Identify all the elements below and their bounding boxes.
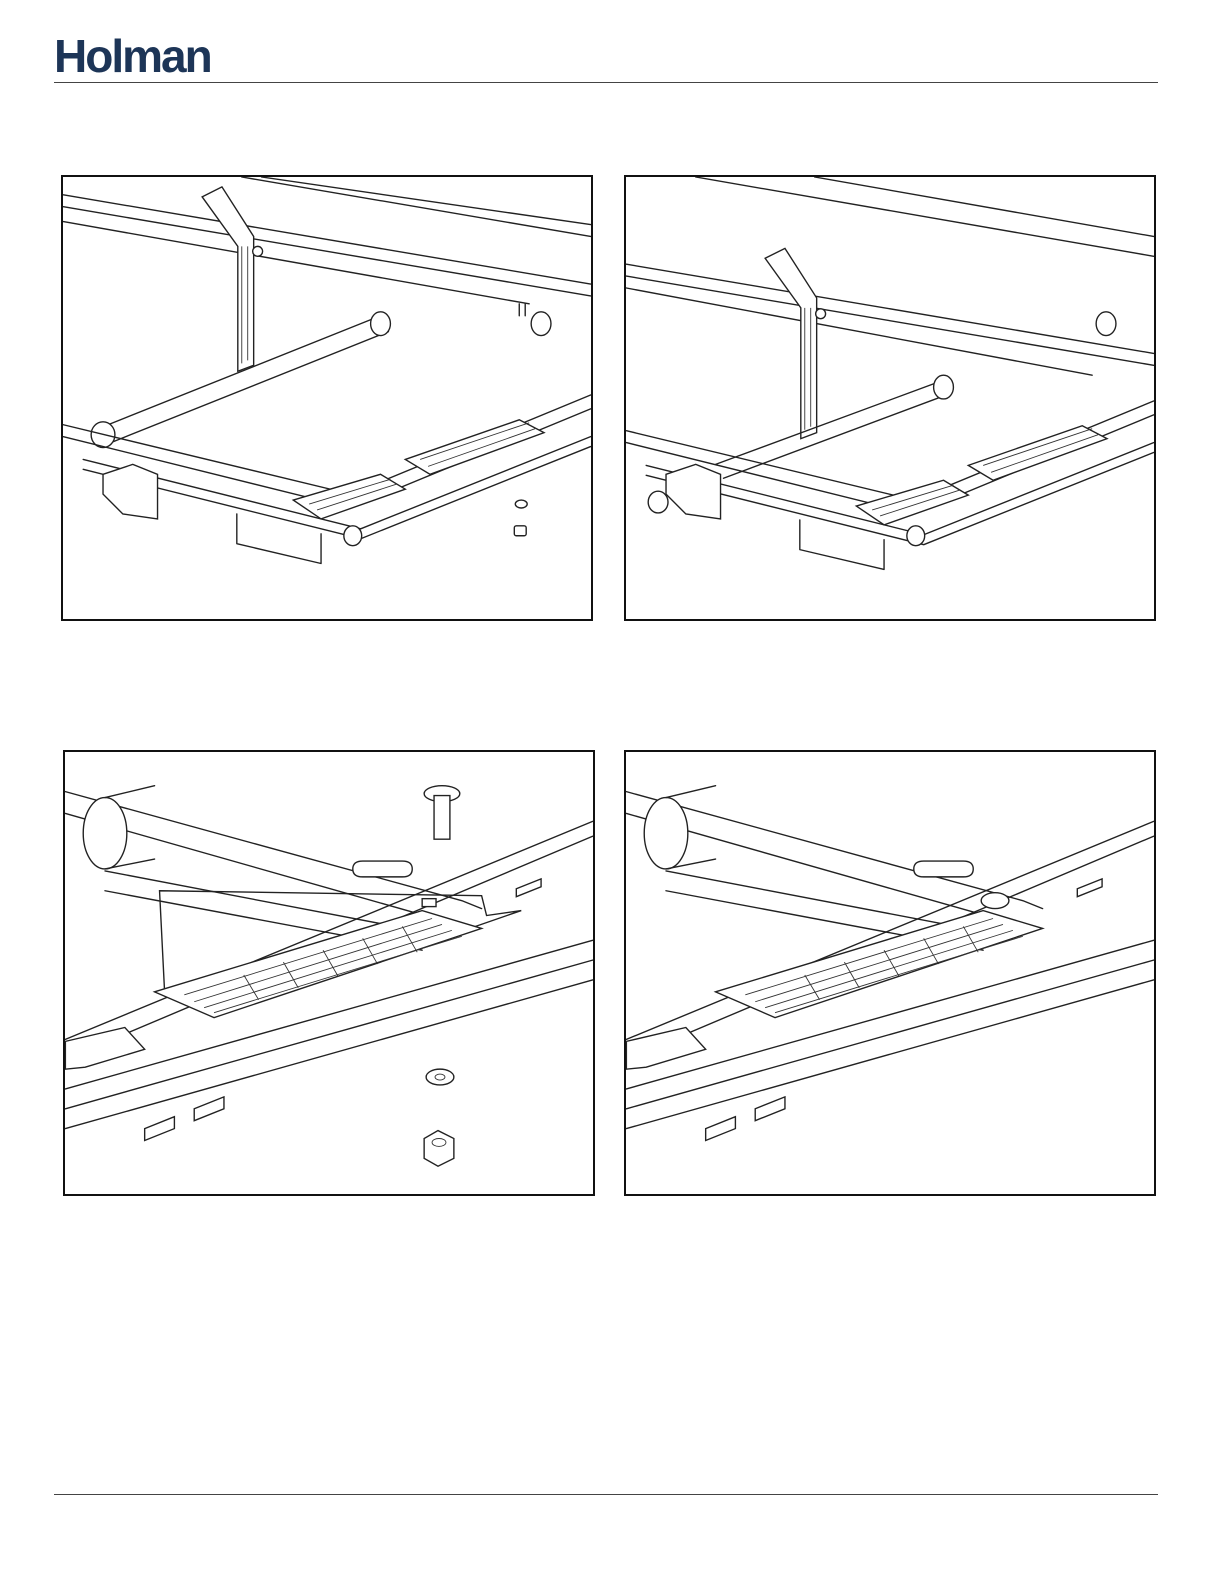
footer-divider [54, 1494, 1158, 1495]
figure-step-plate-bolt-installed [624, 750, 1156, 1196]
figure-ladder-rack-exploded [61, 175, 593, 621]
brand-logo-text: Holman [54, 30, 211, 82]
ladder-rack-exploded-illustration [63, 177, 591, 619]
brand-logo: Holman [54, 30, 211, 82]
ladder-rack-assembled-illustration [626, 177, 1154, 619]
step-plate-bolt-installed-illustration [626, 752, 1154, 1194]
figure-ladder-rack-assembled [624, 175, 1156, 621]
header-divider [54, 82, 1158, 83]
step-plate-bolt-exploded-illustration [65, 752, 593, 1194]
figure-step-plate-bolt-exploded [63, 750, 595, 1196]
